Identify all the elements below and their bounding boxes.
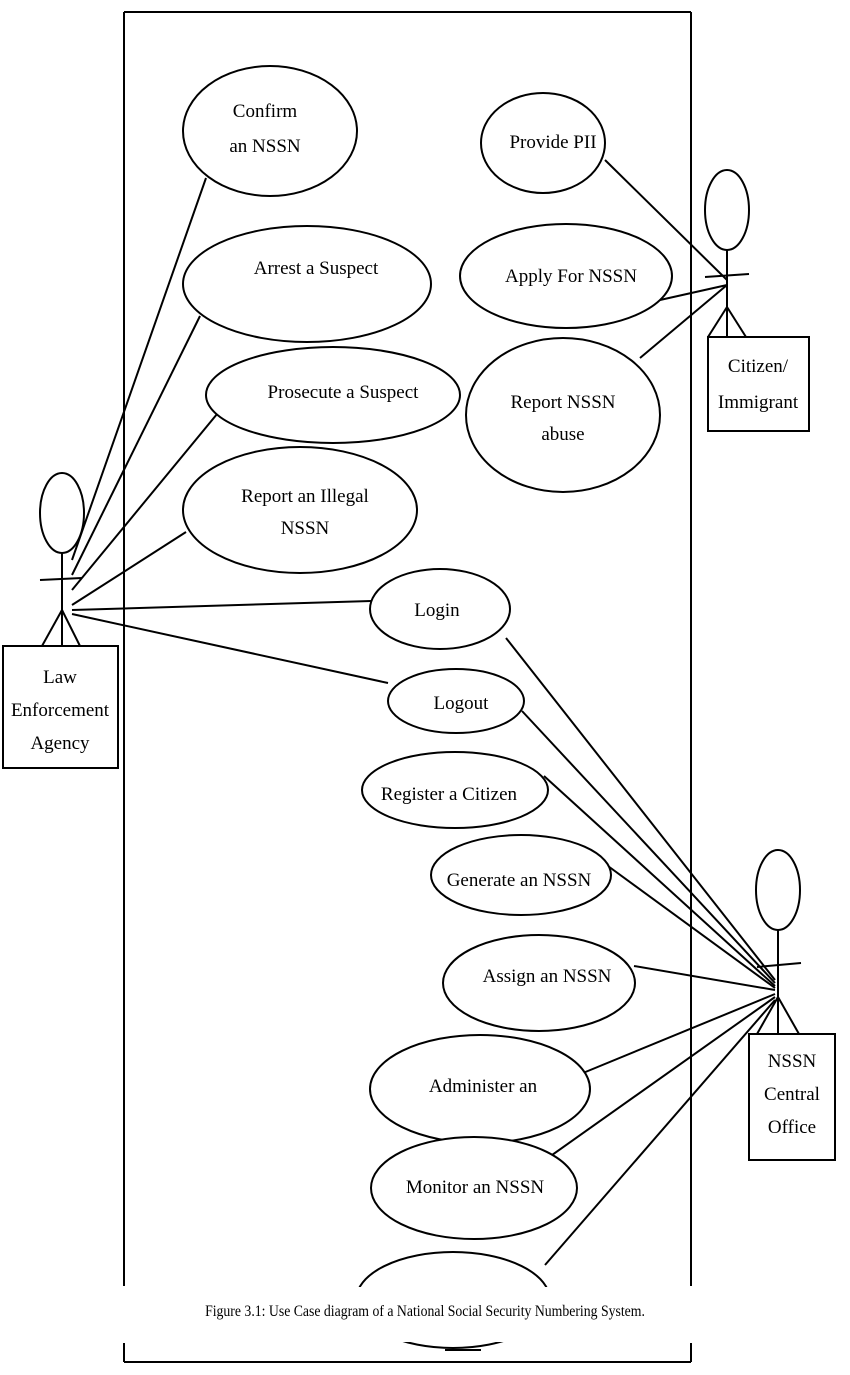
usecase-label: Prosecute a Suspect	[268, 382, 420, 403]
associations	[71, 159, 776, 1266]
actor-label: Citizen/	[728, 356, 789, 377]
assoc-citizen-abuse	[639, 284, 728, 359]
figure-caption: Figure 3.1: Use Case diagram of a Nation…	[205, 1303, 645, 1320]
usecase-label: Apply For NSSN	[505, 266, 637, 287]
actor-central-office	[748, 849, 836, 1161]
assoc-law-login	[71, 600, 372, 611]
usecase-label: abuse	[541, 424, 584, 445]
assoc-central-login	[505, 637, 776, 981]
system-boundary	[123, 11, 692, 1363]
assoc-central-generate	[596, 857, 776, 989]
usecase-label: Arrest a Suspect	[254, 258, 379, 279]
usecase-label: Register a Citizen	[381, 784, 518, 805]
usecase-report-illegal-nssn	[182, 446, 418, 574]
usecase-monitor-nssn	[370, 1136, 578, 1240]
assoc-law-prosecute	[71, 407, 223, 591]
usecase-provide-pii	[480, 92, 606, 194]
usecase-label: Generate an NSSN	[447, 870, 592, 891]
usecase-label: Assign an NSSN	[483, 966, 612, 987]
actor-head	[39, 472, 85, 554]
usecase-label: an NSSN	[229, 136, 301, 157]
actor-law-enforcement	[2, 472, 119, 769]
usecase-label: Administer an	[429, 1076, 538, 1097]
usecase-apply-nssn	[459, 223, 673, 329]
caption-mask	[125, 1287, 690, 1342]
actor-label: Agency	[30, 733, 90, 754]
assoc-central-register	[543, 775, 776, 987]
usecase-label: Logout	[434, 693, 490, 714]
assoc-law-report	[71, 531, 187, 606]
actor-citizen	[704, 169, 810, 432]
usecase-label: Confirm	[233, 101, 298, 122]
actor-label-box	[748, 1033, 836, 1161]
usecase-label: Monitor an NSSN	[406, 1177, 545, 1198]
usecase-logout	[387, 668, 525, 734]
usecase-login	[369, 568, 511, 650]
usecase-report-abuse	[465, 337, 661, 493]
assoc-law-confirm	[71, 177, 207, 561]
actor-label: NSSN	[768, 1051, 817, 1072]
usecase-label: NSSN	[281, 518, 330, 539]
actor-head	[755, 849, 801, 931]
actor-label-box	[2, 645, 119, 769]
actor-label: Central	[764, 1084, 820, 1105]
assoc-citizen-pii	[604, 159, 728, 281]
assoc-central-monitor	[544, 996, 776, 1161]
assoc-central-partial	[544, 999, 776, 1266]
actor-label: Immigrant	[718, 392, 799, 413]
usecase-label: Report an Illegal	[241, 486, 369, 507]
assoc-law-logout	[71, 613, 389, 684]
usecase-assign-nssn	[442, 934, 636, 1032]
actor-label-box	[707, 336, 810, 432]
usecase-register-citizen	[361, 751, 549, 829]
usecase-generate-nssn	[430, 834, 612, 916]
actor-label: Enforcement	[11, 700, 110, 721]
assoc-central-administer	[582, 993, 776, 1074]
usecase-prosecute-suspect	[205, 346, 461, 444]
assoc-central-logout	[521, 710, 776, 984]
assoc-law-arrest	[71, 315, 201, 576]
actor-label: Office	[768, 1117, 816, 1138]
assoc-citizen-apply	[659, 284, 728, 301]
usecase-confirm-nssn	[182, 65, 358, 197]
usecase-label: Provide PII	[509, 132, 596, 153]
usecase-arrest-suspect	[182, 225, 432, 343]
actor-head	[704, 169, 750, 251]
usecase-label: Login	[414, 600, 460, 621]
usecase-label: Report NSSN	[510, 392, 615, 413]
actor-label: Law	[43, 667, 77, 688]
assoc-central-assign	[633, 965, 776, 991]
